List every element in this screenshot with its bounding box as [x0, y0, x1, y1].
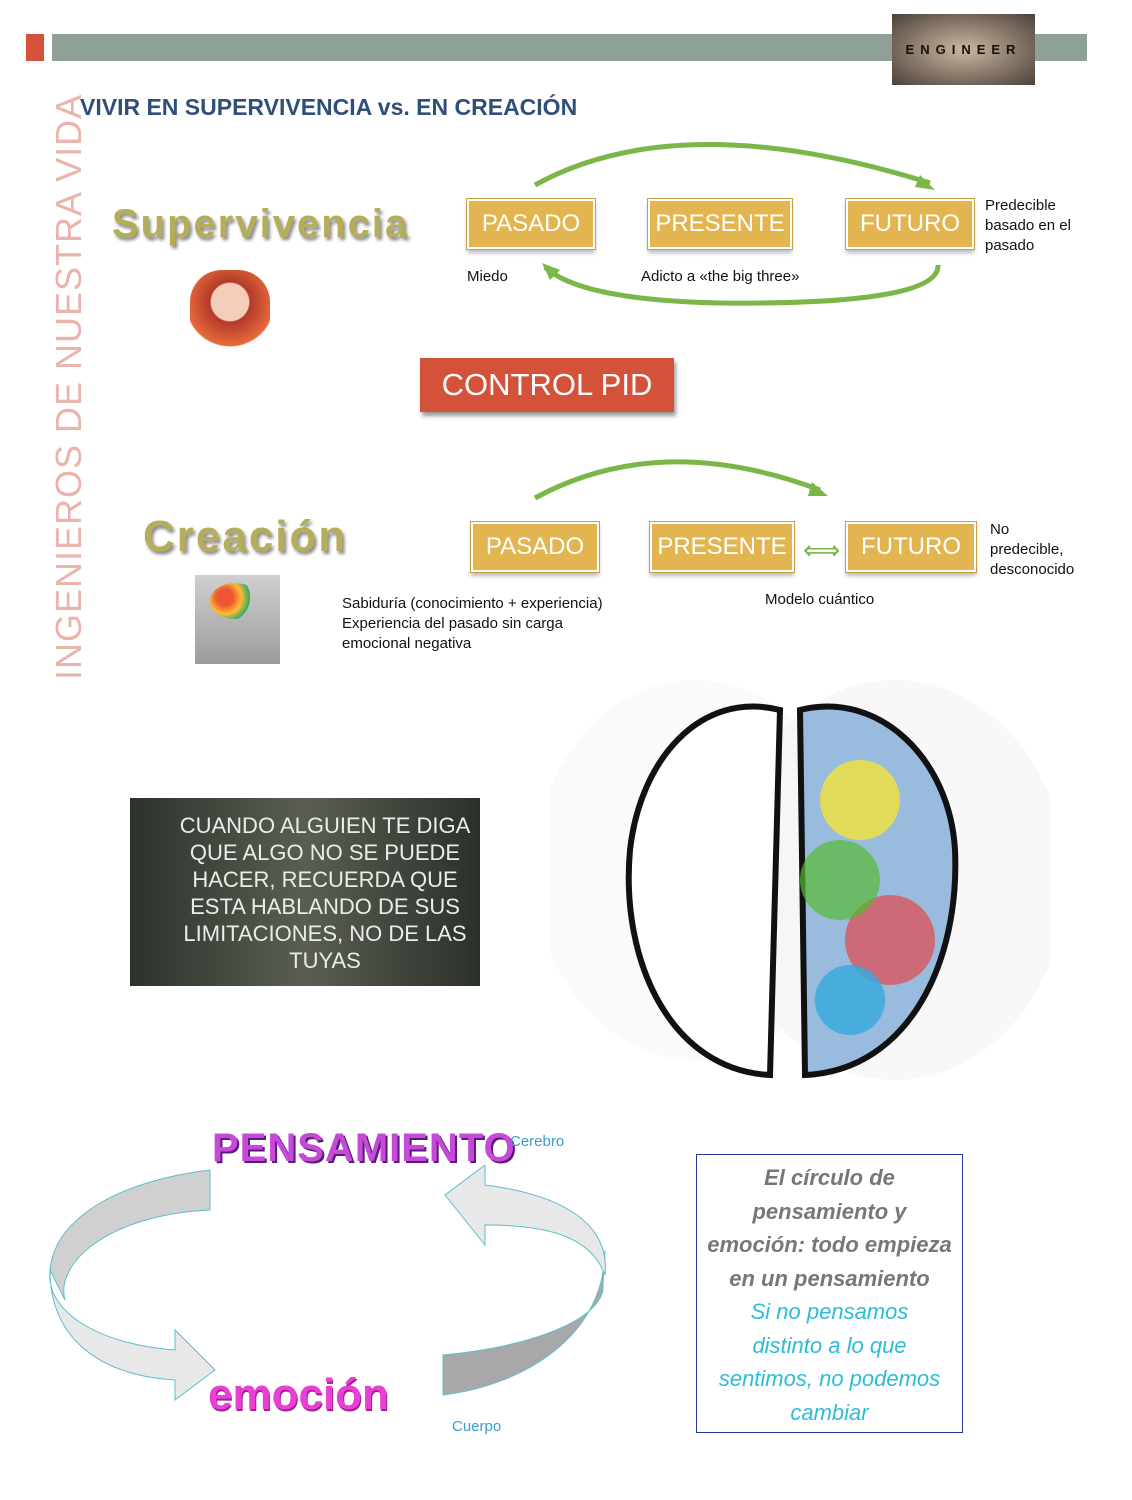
wisdom-line: Experiencia del pasado sin carga	[342, 615, 563, 632]
quote-line: LIMITACIONES, NO DE LAS	[183, 921, 467, 946]
note-no-predecible: No predecible, desconocido	[990, 521, 1075, 578]
callout-line: Si no pensamos	[750, 1299, 909, 1324]
label-adicto: Adicto a «the big three»	[641, 268, 800, 285]
cycle-arrows-1	[533, 142, 941, 306]
wisdom-text: Sabiduría (conocimiento + experiencia) E…	[342, 594, 603, 654]
label-miedo: Miedo	[467, 268, 508, 285]
callout-line: pensamiento y	[752, 1198, 907, 1224]
callout-line: emoción: todo empieza	[707, 1232, 952, 1257]
page-title: VIVIR EN SUPERVIVENCIA vs. EN CREACIÓN	[80, 94, 578, 120]
box-pasado: PASADO	[466, 198, 596, 250]
label-cuerpo: Cuerpo	[452, 1418, 502, 1435]
label-modelo-cuantico: Modelo cuántico	[765, 591, 875, 608]
header-accent	[26, 34, 44, 61]
callout-line: en un pensamiento	[729, 1265, 930, 1291]
stressed-woman-image	[190, 270, 270, 350]
box-futuro: FUTURO	[845, 198, 975, 250]
supervivencia-heading: Supervivencia	[112, 202, 410, 246]
side-title: INGENIEROS DE NUESTRA VIDA	[48, 93, 89, 680]
quote-image: CUANDO ALGUIEN TE DIGA QUE ALGO NO SE PU…	[130, 798, 480, 986]
box-futuro-2: FUTURO	[845, 521, 977, 573]
callout-line: sentimos, no podemos	[718, 1366, 941, 1391]
logo-text: ENGINEER	[905, 42, 1022, 57]
box-pasado-2: PASADO	[470, 521, 600, 573]
cycle-arrow-2	[533, 459, 828, 501]
wisdom-line: emocional negativa	[342, 635, 472, 652]
quote-line: ESTA HABLANDO DE SUS	[190, 894, 460, 919]
note-predecible: Predecible basado en el pasado	[985, 197, 1071, 254]
pensamiento-wordart: PENSAMIENTO	[212, 1126, 516, 1170]
quote-line: HACER, RECUERDA QUE	[192, 867, 458, 892]
callout-line: El círculo de	[764, 1165, 895, 1190]
control-pid-banner: CONTROL PID	[420, 358, 674, 412]
cycle-arrows-3	[49, 1165, 606, 1401]
callout-line: distinto a lo que	[752, 1332, 907, 1358]
engineer-logo: ENGINEER	[892, 14, 1035, 85]
quote-line: QUE ALGO NO SE PUEDE	[189, 840, 461, 865]
brain-illustration	[550, 680, 1050, 1080]
quote-line: TUYAS	[289, 948, 361, 973]
callout-line: cambiar	[790, 1399, 869, 1425]
thinking-woman-image	[195, 575, 280, 664]
emocion-wordart: emoción	[208, 1370, 389, 1419]
creacion-heading: Creación	[143, 512, 348, 561]
wisdom-line: Sabiduría (conocimiento + experiencia)	[342, 595, 603, 612]
box-presente: PRESENTE	[647, 198, 793, 250]
box-presente-2: PRESENTE	[649, 521, 795, 573]
callout-box: El círculo de pensamiento y emoción: tod…	[696, 1154, 963, 1433]
label-cerebro: Cerebro	[510, 1133, 565, 1150]
double-arrow-icon: ⟺	[803, 535, 841, 565]
quote-line: CUANDO ALGUIEN TE DIGA	[179, 813, 471, 838]
